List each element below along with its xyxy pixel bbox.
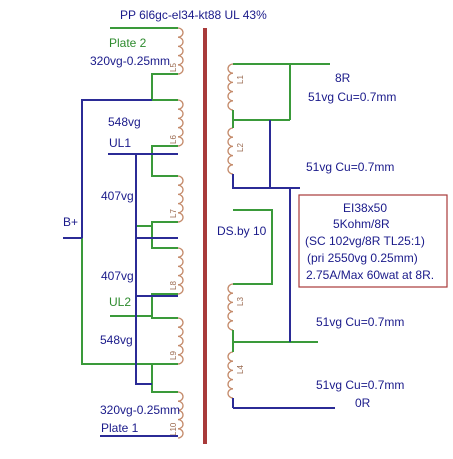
secondary-coil-l4 xyxy=(227,351,234,399)
secondary-winding-2-label: 51vg Cu=0.7mm xyxy=(306,160,394,174)
primary-coil-l9 xyxy=(177,317,184,365)
primary-winding-1-label: 320vg-0.25mm xyxy=(90,54,170,68)
secondary-winding-4-label: 51vg Cu=0.7mm xyxy=(316,378,404,392)
primary-coil-l6 xyxy=(177,99,184,147)
coil-label-l3: L3 xyxy=(236,297,245,306)
secondary-wiring-blue xyxy=(232,120,335,409)
plate-1-label: Plate 1 xyxy=(101,421,139,435)
ul2-label: UL2 xyxy=(109,295,131,309)
spec-core-size: EI38x50 xyxy=(343,201,387,215)
b-plus-label: B+ xyxy=(63,215,78,229)
spec-current-power: 2.75A/Max 60wat at 8R. xyxy=(306,268,434,282)
primary-coil-l10 xyxy=(177,391,184,439)
primary-winding-5-label: 548vg xyxy=(100,333,133,347)
schematic-title: PP 6l6gc-el34-kt88 UL 43% xyxy=(120,8,267,22)
spec-box xyxy=(298,194,448,288)
ul1-label: UL1 xyxy=(109,136,131,150)
output-8r-label: 8R xyxy=(335,71,351,85)
primary-wiring-green xyxy=(81,27,178,393)
primary-winding-6-label: 320vg-0.25mm xyxy=(100,403,180,417)
coil-label-l10: L10 xyxy=(169,422,178,436)
secondary-winding-1-label: 51vg Cu=0.7mm xyxy=(308,90,396,104)
primary-winding-4-label: 407vg xyxy=(101,269,134,283)
coil-label-l8: L8 xyxy=(169,281,178,290)
output-0r-label: 0R xyxy=(355,396,371,410)
coil-label-l5: L5 xyxy=(169,63,178,72)
coil-label-l1: L1 xyxy=(236,75,245,84)
secondary-coil-l3 xyxy=(227,283,234,331)
primary-winding-3-label: 407vg xyxy=(101,189,134,203)
secondary-wiring-green xyxy=(232,63,330,352)
coil-label-l7: L7 xyxy=(169,209,178,218)
primary-winding-2-label: 548vg xyxy=(108,115,141,129)
primary-coil-l8 xyxy=(177,247,184,295)
plate-2-label: Plate 2 xyxy=(109,36,147,50)
primary-coil-l5 xyxy=(177,27,184,75)
primary-wiring-blue xyxy=(63,99,178,437)
coil-label-l6: L6 xyxy=(169,135,178,144)
core-label: DS.by 10 xyxy=(217,224,267,238)
primary-coil-l7 xyxy=(177,175,184,223)
spec-secondary-turns: (SC 102vg/8R TL25:1) xyxy=(305,234,425,248)
spec-primary-turns: (pri 2550vg 0.25mm) xyxy=(307,251,418,265)
spec-impedance: 5Kohm/8R xyxy=(333,217,390,231)
secondary-coil-l1 xyxy=(227,63,234,111)
coil-label-l2: L2 xyxy=(236,143,245,152)
coil-label-l4: L4 xyxy=(236,365,245,374)
coil-label-l9: L9 xyxy=(169,351,178,360)
secondary-winding-3-label: 51vg Cu=0.7mm xyxy=(316,315,404,329)
secondary-coil-l2 xyxy=(227,127,234,175)
